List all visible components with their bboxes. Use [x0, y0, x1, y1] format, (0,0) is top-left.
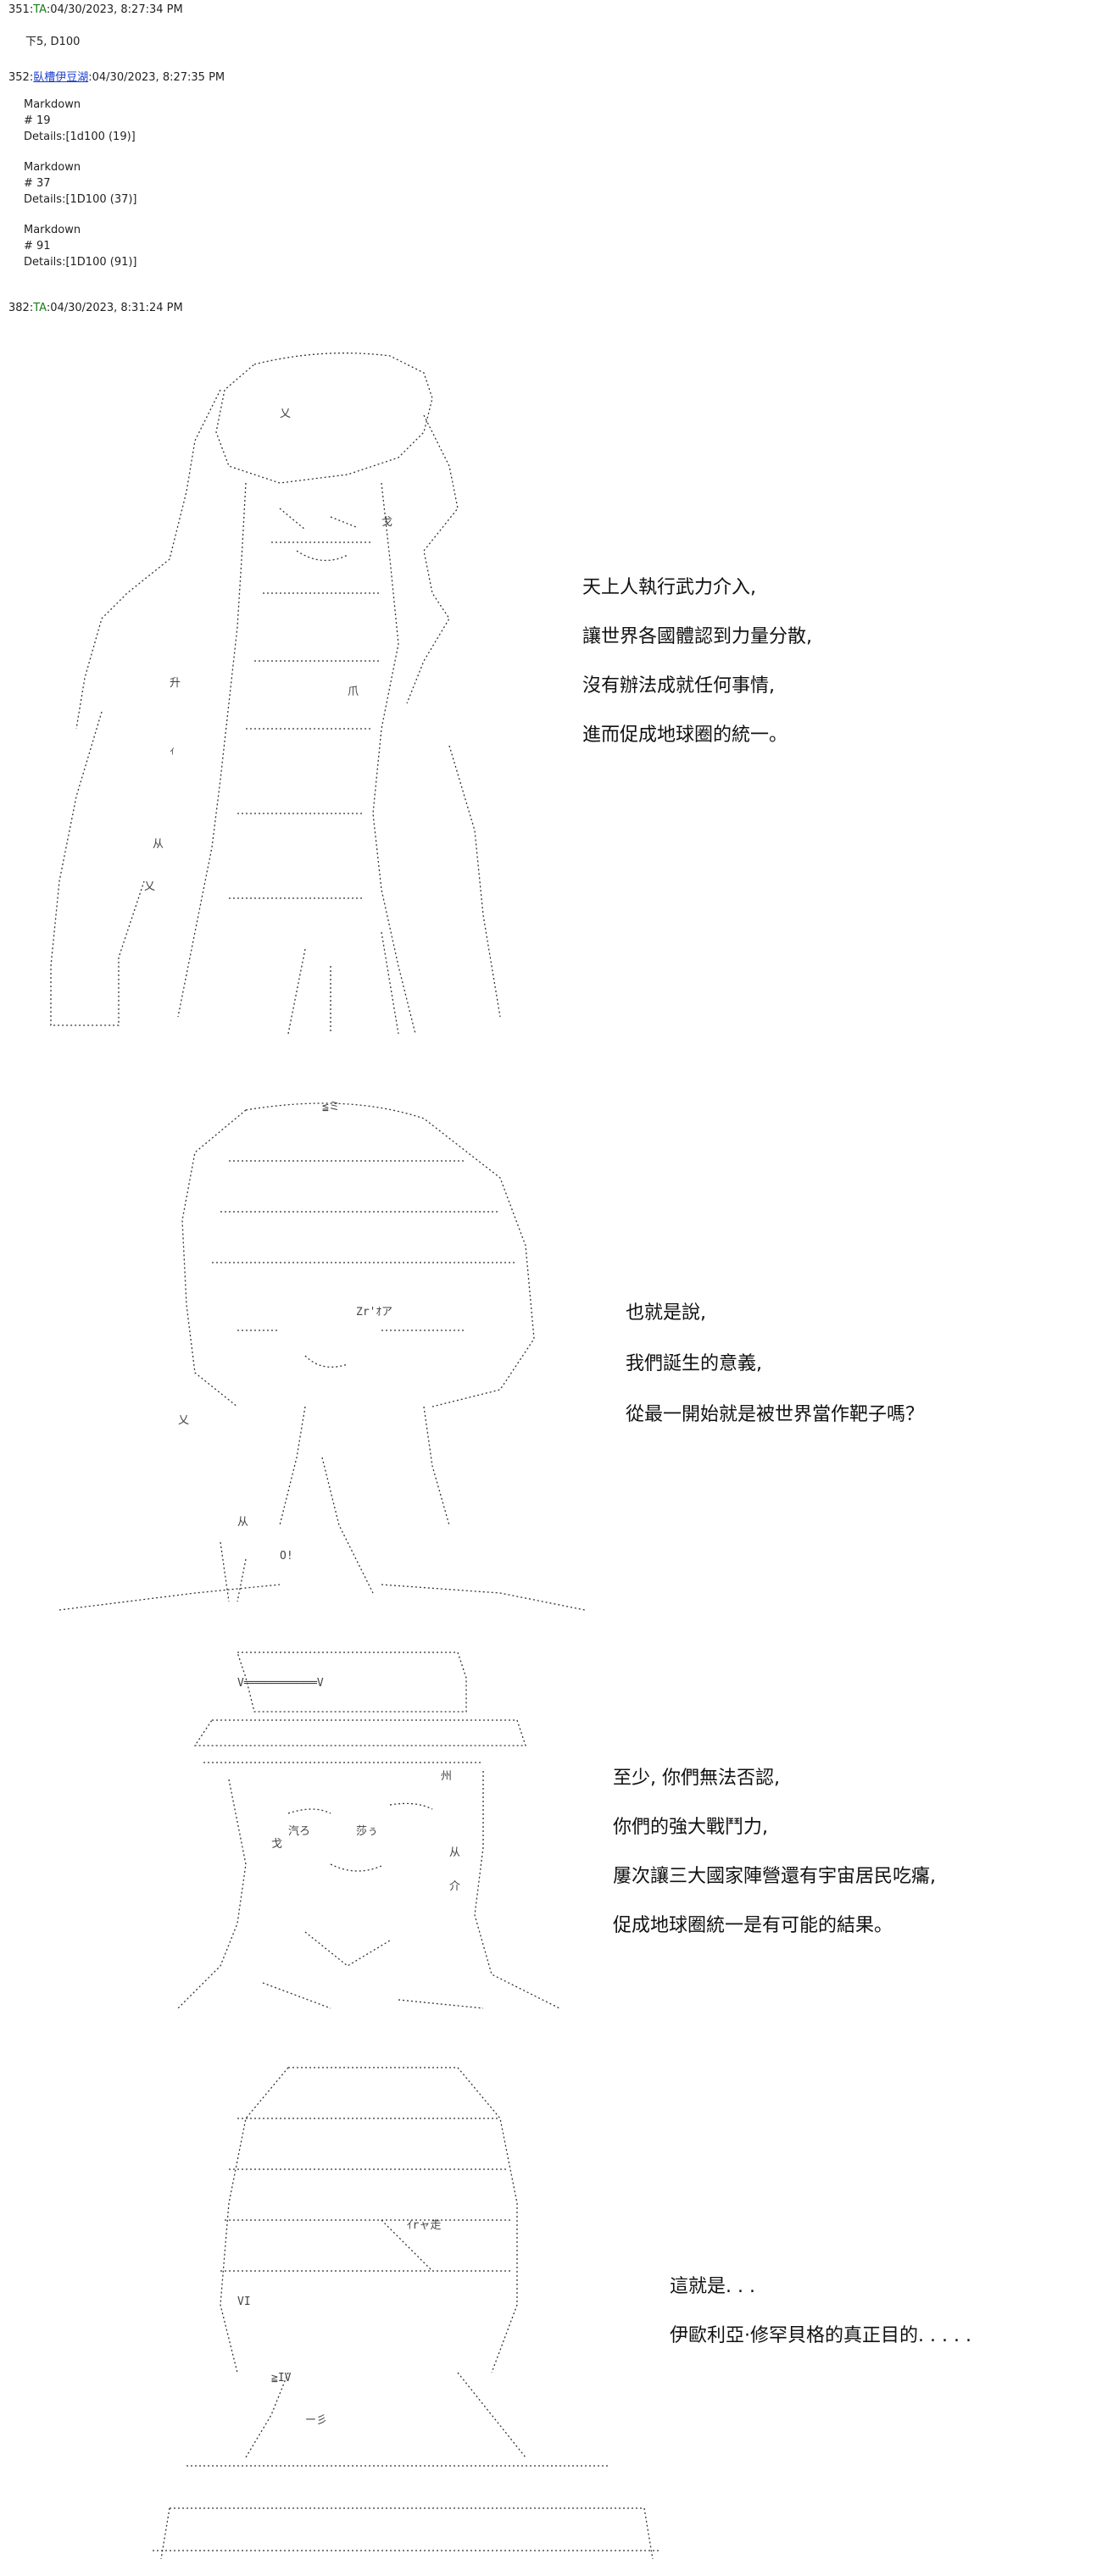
svg-text:≦ミ: ≦ミ: [322, 1101, 340, 1113]
dialogue-text: 天上人執行武力介入, 讓世界各國體認到力量分散, 沒有辦法成就任何事情, 進而促…: [582, 564, 812, 760]
dice-result: Markdown # 19 Details:[1d100 (19)]: [24, 97, 136, 145]
svg-text:Ζr'ｵア: Ζr'ｵア: [356, 1306, 392, 1319]
dialogue-text: 也就是說, 我們誕生的意義, 從最一開始就是被世界當作靶子嗎？: [626, 1288, 924, 1441]
post-header: 351:TA:04/30/2023, 8:27:34 PM: [8, 3, 183, 16]
dialogue-line: 從最一開始就是被世界當作靶子嗎？: [626, 1404, 925, 1425]
svg-text:升: 升: [170, 677, 181, 690]
dialogue-line: 也就是說,: [626, 1302, 706, 1324]
dialogue-line: 伊歐利亞·修罕貝格的真正目的. . . . .: [670, 2325, 971, 2346]
svg-text:莎ぅ: 莎ぅ: [356, 1825, 378, 1838]
post-datetime: 04/30/2023, 8:31:24 PM: [50, 302, 183, 314]
svg-text:ｲrャ走: ｲrャ走: [407, 2219, 441, 2232]
post-number: 352: [8, 71, 30, 84]
dialogue-line: 你們的強大戰鬥力,: [613, 1817, 768, 1838]
svg-text:从: 从: [153, 838, 164, 851]
dice-details: Details:[1D100 (37)]: [24, 193, 137, 206]
dialogue-line: 至少, 你們無法否認,: [613, 1768, 780, 1789]
dice-label: Markdown: [24, 224, 81, 236]
svg-text:从: 从: [237, 1516, 248, 1529]
svg-text:ー彡: ー彡: [305, 2414, 327, 2427]
dice-hash: # 91: [24, 240, 51, 253]
dice-details: Details:[1D100 (91)]: [24, 256, 137, 269]
svg-text:VI: VI: [237, 2296, 251, 2308]
svg-text:V═══════════V: V═══════════V: [237, 1677, 324, 1690]
dialogue-line: 進而促成地球圈的統一。: [582, 724, 788, 746]
svg-text:戈: 戈: [271, 1838, 282, 1851]
dice-result: Markdown # 91 Details:[1D100 (91)]: [24, 222, 137, 270]
svg-text:介: 介: [449, 1880, 460, 1893]
svg-text:乂: 乂: [280, 408, 291, 420]
ascii-art-robed-figure: 乂 戈 升 爪 ｨ 从 乂: [25, 339, 534, 1051]
dialogue-line: 這就是. . .: [670, 2276, 755, 2297]
dialogue-line: 天上人執行武力介入,: [582, 577, 756, 598]
post-header: 382:TA:04/30/2023, 8:31:24 PM: [8, 302, 183, 314]
svg-text:O!: O!: [280, 1550, 293, 1563]
svg-text:乂: 乂: [144, 880, 155, 893]
svg-text:ｨ: ｨ: [170, 745, 175, 758]
post-number: 382: [8, 302, 30, 314]
svg-text:戈: 戈: [381, 516, 392, 529]
dialogue-text: 至少, 你們無法否認, 你們的強大戰鬥力, 屢次讓三大國家陣營還有宇宙居民吃癟,…: [613, 1754, 936, 1951]
svg-text:从: 从: [449, 1846, 460, 1859]
dice-details: Details:[1d100 (19)]: [24, 130, 136, 143]
poster-name-link[interactable]: 臥槽伊豆湖: [33, 71, 89, 84]
post-header: 352:臥槽伊豆湖:04/30/2023, 8:27:35 PM: [8, 71, 225, 84]
dice-label: Markdown: [24, 98, 81, 111]
dialogue-text: 這就是. . . 伊歐利亞·修罕貝格的真正目的. . . . .: [670, 2262, 971, 2361]
poster-name: TA: [33, 302, 47, 314]
dialogue-line: 讓世界各國體認到力量分散,: [582, 626, 812, 647]
post-datetime: 04/30/2023, 8:27:34 PM: [50, 3, 183, 16]
post-datetime: 04/30/2023, 8:27:35 PM: [92, 71, 225, 84]
dialogue-line: 屢次讓三大國家陣營還有宇宙居民吃癟,: [613, 1866, 936, 1887]
svg-text:爪: 爪: [348, 686, 359, 698]
poster-name: TA: [33, 3, 47, 16]
svg-text:州: 州: [441, 1770, 452, 1783]
svg-text:≧IV: ≧IV: [271, 2372, 292, 2384]
ascii-art-uniformed-figure: V═══════════V 州 戈 汽ろ 莎ぅ 从 介: [161, 1644, 568, 2017]
svg-text:乂: 乂: [178, 1414, 189, 1427]
ascii-art-character-portrait: ≦ミ Ζr'ｵア 乂 从 O!: [25, 1085, 602, 1618]
post-body: 下5, D100: [25, 36, 81, 48]
post-number: 351: [8, 3, 30, 16]
dice-result: Markdown # 37 Details:[1D100 (37)]: [24, 159, 137, 208]
dice-hash: # 19: [24, 114, 51, 127]
dialogue-line: 沒有辦法成就任何事情,: [582, 675, 775, 697]
svg-text:汽ろ: 汽ろ: [288, 1825, 310, 1838]
dialogue-line: 促成地球圈統一是有可能的結果。: [613, 1915, 893, 1936]
dice-hash: # 37: [24, 177, 51, 190]
ascii-art-masked-figure: ｲrャ走 VI ≧IV ー彡: [136, 2051, 678, 2559]
dialogue-line: 我們誕生的意義,: [626, 1353, 762, 1374]
dice-label: Markdown: [24, 161, 81, 174]
